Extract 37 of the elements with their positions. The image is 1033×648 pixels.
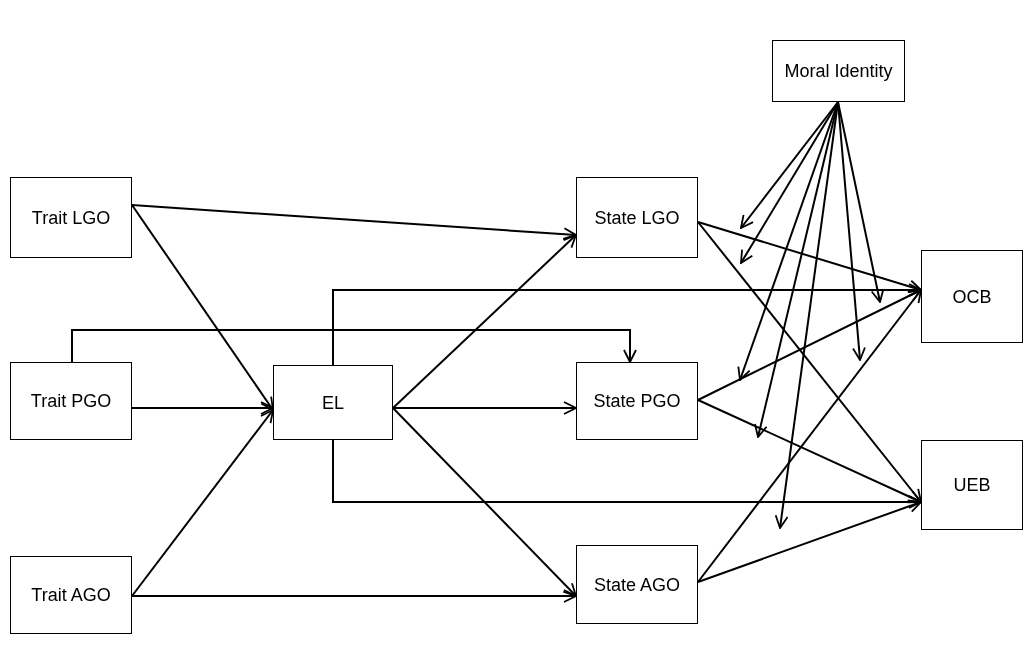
arrow: [71, 329, 637, 363]
construct-label: Moral Identity: [783, 60, 894, 82]
moderator-arrow: [740, 101, 839, 264]
construct-label: EL: [321, 391, 345, 414]
moderator-arrow: [837, 101, 885, 303]
construct-box: [576, 545, 698, 624]
construct-label: State AGO: [592, 573, 681, 596]
arrow: [697, 221, 922, 503]
construct-label: UEB: [952, 474, 992, 496]
arrow: [392, 401, 577, 415]
construct-label: Trait LGO: [30, 206, 112, 229]
arrow: [697, 399, 922, 504]
arrow: [131, 401, 274, 415]
construct-box: [772, 40, 905, 102]
construct-label: OCB: [951, 285, 993, 308]
construct-box: [10, 362, 132, 440]
construct-label: State PGO: [592, 390, 682, 412]
construct-label: Trait AGO: [30, 584, 112, 606]
construct-label: State LGO: [593, 206, 681, 229]
construct-box: [10, 556, 132, 634]
arrow: [131, 409, 274, 597]
construct-label: Trait PGO: [29, 390, 113, 412]
arrow: [131, 204, 577, 242]
construct-box: [576, 362, 698, 440]
arrow: [392, 234, 577, 409]
arrow: [392, 407, 577, 597]
construct-box: [273, 365, 393, 440]
arrow: [697, 499, 922, 583]
arrow: [697, 289, 922, 401]
construct-box: [921, 440, 1023, 530]
arrow: [131, 589, 577, 603]
construct-box: [10, 177, 132, 258]
construct-box: [921, 250, 1023, 343]
construct-box: [576, 177, 698, 258]
arrow: [697, 221, 922, 294]
moderator-arrow: [740, 101, 839, 229]
arrow: [697, 289, 922, 583]
